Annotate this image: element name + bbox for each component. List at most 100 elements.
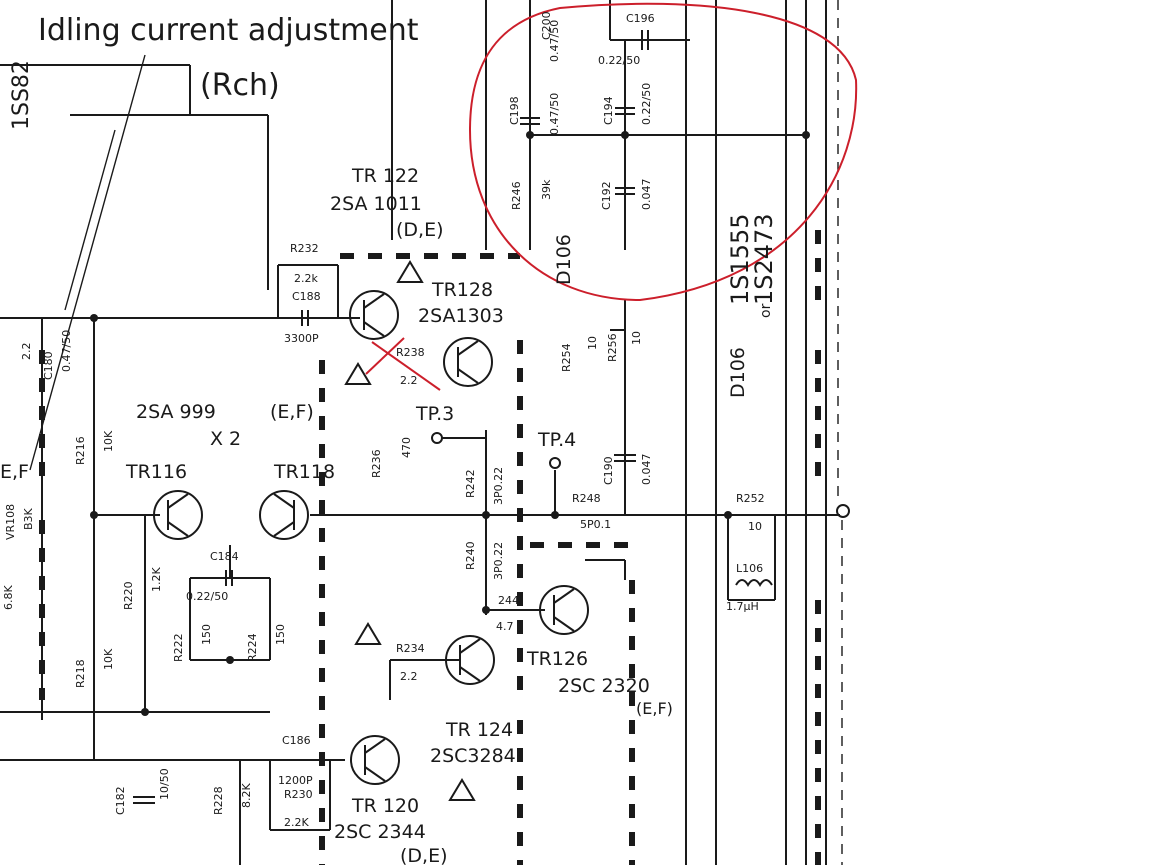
r238-value: 2.2 [400, 374, 418, 387]
r240-label: R240 [464, 541, 477, 570]
tr120-part: 2SC 2344 [334, 821, 426, 843]
tp3-label: TP.3 [415, 403, 454, 425]
c192-value: 0.047 [640, 179, 653, 211]
tr128-name: TR128 [431, 279, 493, 301]
r254-label: R254 [560, 343, 573, 372]
tr122-symbol [349, 290, 399, 340]
tp4-point [549, 457, 561, 469]
title-line2: (Rch) [200, 68, 280, 103]
tr124-name: TR 124 [445, 719, 513, 741]
r242-label: R242 [464, 469, 477, 498]
tr116-name: TR116 [125, 461, 187, 483]
tr124-symbol [445, 635, 495, 685]
r234-value: 2.2 [400, 670, 418, 683]
tr122-grade: (D,E) [396, 219, 444, 241]
left-ef: E,F [0, 461, 29, 483]
c182-label: C182 [114, 786, 127, 815]
r254-value: 10 [586, 336, 599, 350]
r216-label: R216 [74, 436, 87, 465]
r228-label: R228 [212, 786, 225, 815]
vr108-value: B3K [22, 507, 35, 530]
tr126-name: TR126 [526, 648, 588, 670]
r220-label: R220 [122, 581, 135, 610]
tr128-symbol [443, 337, 493, 387]
tr126-part: 2SC 2320 [558, 675, 650, 697]
c196-value: 0.22/50 [598, 54, 640, 67]
r246-label: R246 [510, 181, 523, 210]
c180-top: 2.2 [20, 343, 33, 361]
r238-label: R238 [396, 346, 425, 359]
c198-value: 0.47/50 [548, 93, 561, 135]
c200-label: C200 [540, 11, 553, 40]
alt-or: or [758, 303, 774, 318]
tr118-name: TR118 [273, 461, 335, 483]
c180-value: 0.47/50 [60, 330, 73, 372]
tr120-grade: (D,E) [400, 845, 448, 865]
warning-triangle-icon [344, 260, 476, 801]
tr120-name: TR 120 [351, 795, 419, 817]
heatsink-markers [39, 230, 821, 865]
tr126-grade: (E,F) [636, 699, 673, 718]
wiring [0, 0, 843, 865]
tr122-part: 2SA 1011 [330, 193, 422, 215]
c182-value: 10/50 [158, 768, 171, 800]
r236-value: 470 [400, 437, 413, 458]
capacitor-symbols [133, 30, 649, 804]
c184-label: C184 [210, 550, 239, 563]
pair-grade: (E,F) [270, 401, 314, 423]
r216-value: 10K [102, 430, 115, 452]
inductor-symbol [735, 579, 773, 587]
vr108-label: VR108 [4, 504, 17, 540]
r232-value: 2.2k [294, 272, 318, 285]
c186-label: C186 [282, 734, 311, 747]
left-value: 6.8K [2, 585, 15, 610]
l106-label: L106 [736, 562, 763, 575]
c188-label: C188 [292, 290, 321, 303]
r222-value: 150 [200, 624, 213, 645]
red-circle-annotation [468, 2, 858, 302]
r256-value: 10 [630, 331, 643, 345]
tr128-part: 2SA1303 [418, 305, 504, 327]
d106-top: D106 [553, 234, 575, 285]
tr122-name: TR 122 [351, 165, 419, 187]
alt-part-2: 1S2473 [750, 213, 778, 305]
tr118-symbol [259, 490, 309, 540]
r220-value: 1.2K [150, 567, 163, 592]
pair-count: X 2 [210, 428, 241, 450]
tr126-symbol [539, 585, 589, 635]
tp4-label: TP.4 [537, 429, 576, 451]
red-x-mark [365, 337, 441, 391]
pair-part: 2SA 999 [136, 401, 216, 423]
r230-label: R230 [284, 788, 313, 801]
c190-label: C190 [602, 456, 615, 485]
c186-value: 1200P [278, 774, 313, 787]
title-side-label: 1SS82 [9, 60, 34, 130]
labels: Idling current adjustment (Rch) 1SS82 TR… [0, 11, 778, 865]
c184-value: 0.22/50 [186, 590, 228, 603]
c194-label: C194 [602, 96, 615, 125]
d106-right: D106 [727, 347, 749, 398]
r248-label: R248 [572, 492, 601, 505]
tr116-symbol [153, 490, 203, 540]
c192-label: C192 [600, 181, 613, 210]
title-line1: Idling current adjustment [38, 13, 419, 48]
r244-label: 244 [498, 594, 519, 607]
r252-value: 10 [748, 520, 762, 533]
output-terminal [836, 504, 850, 518]
r234-label: R234 [396, 642, 425, 655]
tr124-part: 2SC3284 [430, 745, 516, 767]
r222-label: R222 [172, 633, 185, 662]
r240-value: 3P0.22 [492, 542, 505, 580]
r218-label: R218 [74, 659, 87, 688]
r236-label: R236 [370, 449, 383, 478]
r248-value: 5P0.1 [580, 518, 611, 531]
c198-label: C198 [508, 96, 521, 125]
r232-label: R232 [290, 242, 319, 255]
transistor-symbols [153, 290, 589, 785]
r224-label: R224 [246, 633, 259, 662]
c180-label: C180 [42, 351, 55, 380]
r224-value: 150 [274, 624, 287, 645]
r218-value: 10K [102, 648, 115, 670]
tp3-point [431, 432, 443, 444]
c196-label: C196 [626, 12, 655, 25]
